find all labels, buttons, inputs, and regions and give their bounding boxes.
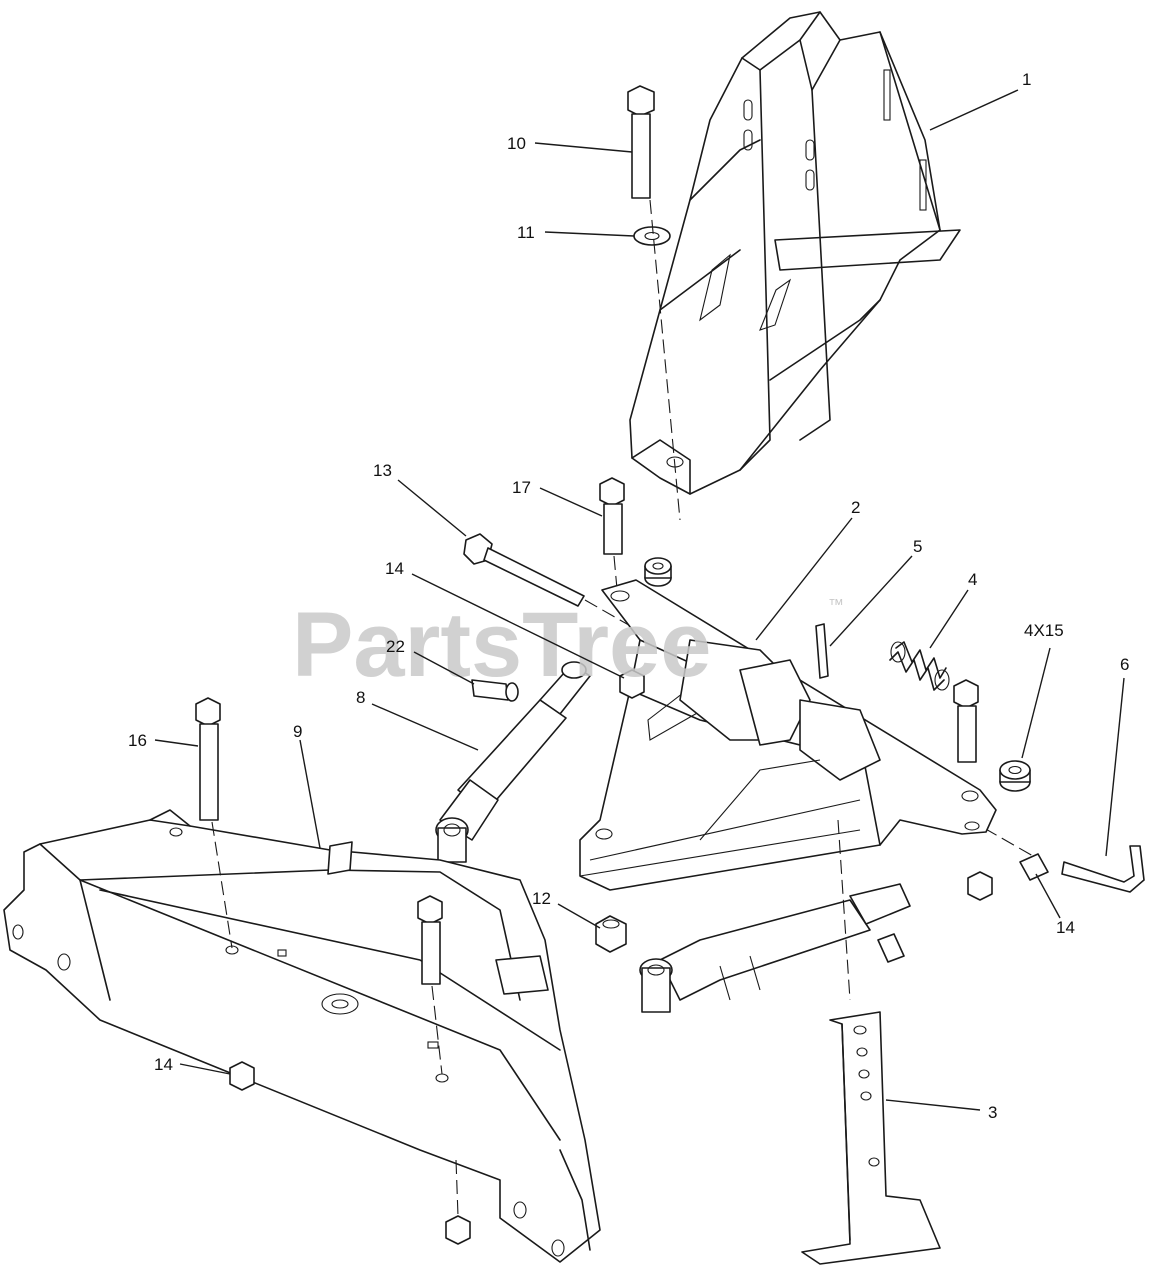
- part-22-grease-fitting: [471, 679, 519, 702]
- callout-2: 2: [851, 498, 860, 517]
- callout-4x15: 4X15: [1024, 621, 1064, 640]
- part-10-bolt: [627, 85, 655, 199]
- assembly-axis-3: [613, 555, 619, 601]
- callout-10: 10: [507, 134, 526, 153]
- callout-14-lower: 14: [154, 1055, 173, 1074]
- part-3-height-bracket: [801, 1011, 941, 1265]
- callout-14-upper: 14: [385, 559, 404, 578]
- bolt-deck: [417, 895, 443, 985]
- part-11-washer: [633, 226, 671, 246]
- part-14-bushing: [1019, 853, 1049, 881]
- callout-3: 3: [988, 1103, 997, 1122]
- part-1-mount-bracket: [629, 11, 961, 495]
- nut-upper: [644, 557, 672, 587]
- assembly-axis-1: [649, 199, 681, 521]
- callout-5: 5: [913, 537, 922, 556]
- callout-11: 11: [517, 223, 535, 242]
- part-16-bolt: [195, 697, 221, 821]
- callout-8: 8: [356, 688, 365, 707]
- callout-1: 1: [1022, 70, 1031, 89]
- part-6-l-pin: [1061, 845, 1145, 893]
- watermark-trademark: ™: [828, 597, 844, 614]
- callout-4: 4: [968, 570, 977, 589]
- callout-9: 9: [293, 722, 302, 741]
- part-8-cylinder: [435, 661, 591, 863]
- bolt-right: [953, 679, 979, 763]
- leader-lines: [154, 89, 1125, 1111]
- cylinder-lower: [639, 883, 911, 1013]
- part-12-nut: [595, 915, 627, 953]
- nut-pivot: [619, 669, 645, 699]
- part-4-spring: [889, 641, 950, 691]
- callout-6: 6: [1120, 655, 1129, 674]
- callout-14-right: 14: [1056, 918, 1075, 937]
- part-13-long-bolt: [463, 533, 585, 607]
- nut-lower-right: [967, 871, 993, 901]
- part-17-bolt: [599, 477, 625, 555]
- part-2-pivot-frame: [579, 579, 997, 891]
- part-5-roll-pin: [815, 623, 829, 679]
- callout-12: 12: [532, 889, 551, 908]
- watermark: PartsTree ™: [292, 594, 844, 696]
- assembly-axis-4: [837, 819, 851, 1001]
- assembly-axis-5: [211, 821, 233, 949]
- callout-labels: 1 10 11 13 17 2 5 4 4X15 6 14 22 8 16 9 …: [128, 70, 1129, 1122]
- nut-lower-left: [229, 1061, 255, 1091]
- part-15-nut: [999, 760, 1031, 792]
- assembly-axis-7: [455, 1159, 459, 1217]
- callout-17: 17: [512, 478, 531, 497]
- part-9-deck-frame: [3, 809, 601, 1263]
- callout-13: 13: [373, 461, 392, 480]
- watermark-text: PartsTree: [292, 594, 711, 696]
- assembly-axis-6: [431, 985, 443, 1075]
- callout-22: 22: [386, 637, 405, 656]
- callout-16: 16: [128, 731, 147, 750]
- nut-bottom: [445, 1215, 471, 1245]
